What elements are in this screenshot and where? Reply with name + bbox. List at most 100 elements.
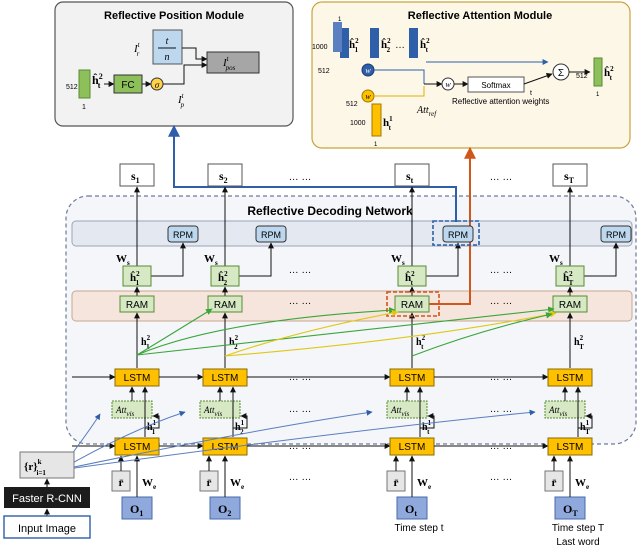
hidden-hat-box [210,265,240,287]
ellipsis-dots: … … [289,472,312,483]
ipos-box [206,51,260,74]
ram-module-title: Reflective Attention Module [408,10,552,22]
ellipsis-dots: … … [490,441,513,452]
svg-text:ĥ21: ĥ21 [349,37,359,54]
svg-text:RPM: RPM [606,230,626,240]
svg-text:r̄: r̄ [552,477,557,489]
output-s-box [394,163,430,187]
svg-text:ĥ22: ĥ22 [381,37,391,54]
ws-label: Ws [116,253,130,267]
svg-text:RPM: RPM [448,230,468,240]
we-label: We [417,477,431,491]
output-s-label: s2 [219,169,228,185]
ellipsis-dots: … … [289,296,312,307]
svg-text:ĥ2t: ĥ2t [405,270,415,287]
svg-text:512: 512 [576,73,588,80]
rpm-box [167,225,199,243]
ram-box [552,295,588,313]
svg-text:ĥ22: ĥ22 [218,270,228,287]
svg-text:1: 1 [596,92,600,98]
rpm-hidden-vector [78,69,91,99]
ellipsis-dots: … … [289,404,312,415]
svg-text:h22: h22 [229,334,239,351]
ellipsis-dots: … … [289,372,312,383]
caption-last-word: Last word [556,537,599,548]
svg-text:r̄: r̄ [207,477,212,489]
svg-text:ĥ2T: ĥ2T [563,270,574,287]
svg-text:LSTM: LSTM [212,373,239,384]
hidden-hat-box [397,265,427,287]
hidden-stack-1 [340,28,349,58]
svg-text:RPM: RPM [173,230,193,240]
ellipsis-dots: … … [490,404,513,415]
reflective-attention-module: Reflective Attention Module 1 1000 512 ĥ… [311,1,631,149]
svg-text:Faster R-CNN: Faster R-CNN [12,493,82,505]
ram-highlight [386,291,440,317]
lstm-top-box [547,368,593,387]
hidden-hat-box [555,265,585,287]
svg-text:RPM: RPM [261,230,281,240]
svg-text:LSTM: LSTM [124,373,151,384]
output-s-box [207,163,243,187]
rpm-highlight [432,220,480,246]
network-title: Reflective Decoding Network [247,204,413,218]
faster-rcnn-box [4,487,90,508]
svg-text:RAM: RAM [559,300,581,311]
rpm-band [71,220,633,247]
ellipsis-dots: … … [289,172,312,183]
svg-text:w: w [365,66,371,75]
output-s-label: s1 [131,169,140,185]
hidden-stack-t [409,28,418,58]
position-ratio-box [152,29,183,65]
we-label: We [230,477,244,491]
svg-text:r̄: r̄ [394,477,399,489]
rpm-box [600,225,632,243]
ellipsis-dots: … … [490,472,513,483]
svg-text:512: 512 [346,101,358,108]
output-s-label: sT [564,169,575,185]
svg-text:ĥ2t: ĥ2t [420,37,430,54]
region-features-box [19,451,75,479]
ram-connector [427,146,476,305]
svg-text:Input Image: Input Image [18,523,76,535]
lstm-bottom-box [547,437,593,456]
we-label: We [142,477,156,491]
svg-text:r̄: r̄ [119,477,124,489]
svg-text:RAM: RAM [126,300,148,311]
ram-box [394,295,430,313]
svg-text:w: w [365,92,371,101]
ellipsis-dots: … … [490,372,513,383]
output-s-box [552,163,588,187]
svg-text:LSTM: LSTM [557,442,584,453]
ram-output-vector [593,57,603,87]
svg-text:…: … [395,40,405,51]
svg-text:Ot: Ot [405,502,417,518]
input-image-box [3,515,91,539]
svg-text:t: t [166,36,169,47]
svg-text:t: t [530,90,532,97]
we-label: We [575,477,589,491]
rpm-dim-512: 512 [66,84,78,91]
caption-step-t: Time step t [394,523,443,534]
ellipsis-dots: … … [490,265,513,276]
svg-text:h1t: h1t [383,115,393,132]
ellipsis-dots: … … [289,265,312,276]
hidden-h1-vector [371,103,382,137]
svg-text:h21: h21 [141,334,151,351]
svg-text:Softmax: Softmax [481,81,510,90]
svg-text:1: 1 [374,142,378,148]
rpm-module-title: Reflective Position Module [104,10,244,22]
svg-text:Σ: Σ [558,68,564,79]
ram-band [71,290,633,322]
svg-text:n: n [165,52,170,63]
